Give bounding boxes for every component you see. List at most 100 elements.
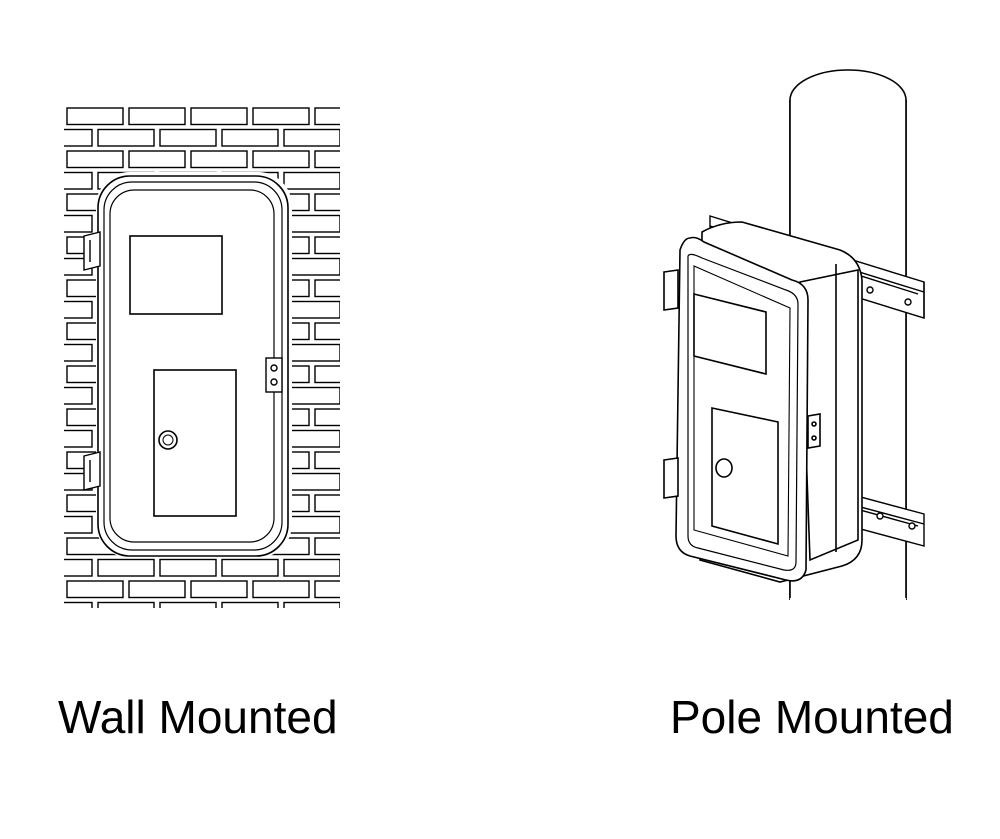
brick [346,603,402,620]
brick [128,107,186,126]
hinge-icon [663,457,679,499]
brick [252,580,310,599]
brick [283,171,340,190]
brick [377,280,433,297]
hinge-icon [83,451,101,491]
brick [0,474,30,491]
brick [377,581,433,598]
brick [314,494,340,513]
brick [221,558,279,577]
brick [314,150,340,169]
brick [159,128,217,147]
brick [283,515,340,534]
brick [0,302,30,319]
brick [283,343,340,362]
display-window [129,235,223,315]
brick [346,388,402,405]
brick [377,495,433,512]
brick [314,451,340,470]
wall-enclosure [83,172,292,558]
brick [283,214,340,233]
brick [64,558,93,577]
brick [0,130,30,147]
brick [0,173,30,190]
brick [283,601,340,608]
brick [64,515,93,534]
brick [128,580,186,599]
brick [314,193,340,212]
brick [5,495,61,512]
brick [5,366,61,383]
display-window [693,292,767,376]
brick [5,452,61,469]
brick [190,150,248,169]
brick [314,322,340,341]
brick [5,151,61,168]
brick [346,474,402,491]
brick [128,150,186,169]
brick [314,279,340,298]
brick [314,365,340,384]
brick [283,472,340,491]
brick [0,560,30,577]
brick [64,171,93,190]
brick [159,558,217,577]
brick [5,108,61,125]
brick [283,558,340,577]
brick [64,128,93,147]
brick [5,280,61,297]
brick [377,108,433,125]
brick [283,128,340,147]
brick [97,558,155,577]
brick [377,538,433,555]
brick [221,601,279,608]
brick [221,128,279,147]
brick [0,517,30,534]
brick [5,409,61,426]
hinge-icon [83,231,101,271]
brick [5,538,61,555]
brick [64,386,93,405]
brick [283,300,340,319]
brick [283,429,340,448]
brick [314,537,340,556]
brick [66,580,124,599]
brick [346,130,402,147]
brick [346,345,402,362]
brick [346,560,402,577]
brick [346,173,402,190]
brick [283,386,340,405]
brick [64,214,93,233]
brick [97,128,155,147]
brick [0,603,30,620]
brick [190,107,248,126]
brick [66,150,124,169]
brick [314,107,340,126]
brick [5,194,61,211]
brick [346,431,402,448]
wall-mounted-caption: Wall Mounted [58,691,338,743]
brick [283,257,340,276]
brick [314,408,340,427]
door-knob-icon [158,430,178,450]
latch-icon [265,357,283,393]
brick [346,259,402,276]
brick [252,150,310,169]
brick [64,343,93,362]
brick [5,323,61,340]
brick [190,580,248,599]
pole-mounted-caption: Pole Mounted [670,691,954,743]
brick [64,300,93,319]
brick [0,345,30,362]
brick [5,581,61,598]
brick [64,601,93,608]
brick [346,216,402,233]
access-door [711,407,779,546]
brick [0,431,30,448]
brick [5,237,61,254]
brick [66,107,124,126]
brick [346,517,402,534]
brick [314,236,340,255]
brick [0,388,30,405]
